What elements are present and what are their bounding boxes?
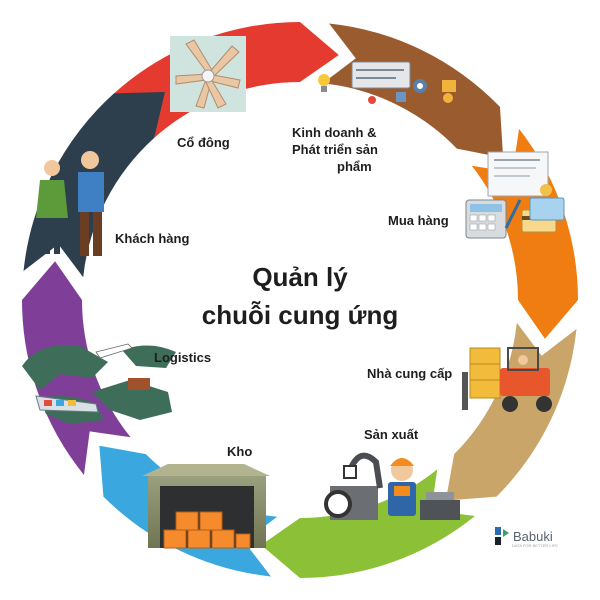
customers-icon <box>36 151 104 256</box>
brand-name: Babuki <box>513 528 553 544</box>
stage-label-purchasing: Mua hàng <box>388 213 449 228</box>
stage-label-business-line3: phẩm <box>337 159 372 174</box>
warehouse-icon <box>142 464 270 549</box>
brand-logo: Babuki <box>495 527 553 545</box>
brand-mark-icon <box>495 527 509 545</box>
stage-label-customers: Khách hàng <box>115 231 190 246</box>
handshake-icon <box>170 36 246 112</box>
factory-worker-icon <box>324 452 460 520</box>
stage-label-business-line2: Phát triển sản <box>292 142 378 157</box>
calculator-icon <box>465 151 565 239</box>
world-map-icon <box>22 343 176 424</box>
stage-label-suppliers: Nhà cung cấp <box>367 366 453 381</box>
stage-label-shareholders: Cổ đông <box>177 135 230 150</box>
diagram-title-line2: chuỗi cung ứng <box>201 300 399 330</box>
arrow-segment-production <box>261 469 475 578</box>
diagram-title-line1: Quản lý <box>252 262 348 292</box>
stage-label-warehouse: Kho <box>227 444 253 459</box>
arrow-segment-business <box>322 23 504 158</box>
stage-label-logistics: Logistics <box>154 350 212 365</box>
forklift-icon <box>462 347 552 412</box>
brand-tagline: DATA FOR BETTER LIFE <box>512 543 558 548</box>
product-development-icon <box>318 61 456 104</box>
stage-label-business: Kinh doanh & Phát triển sản phẩm <box>292 124 378 175</box>
stage-label-business-line1: Kinh doanh & <box>292 125 377 140</box>
stage-label-production: Sản xuất <box>364 427 419 442</box>
